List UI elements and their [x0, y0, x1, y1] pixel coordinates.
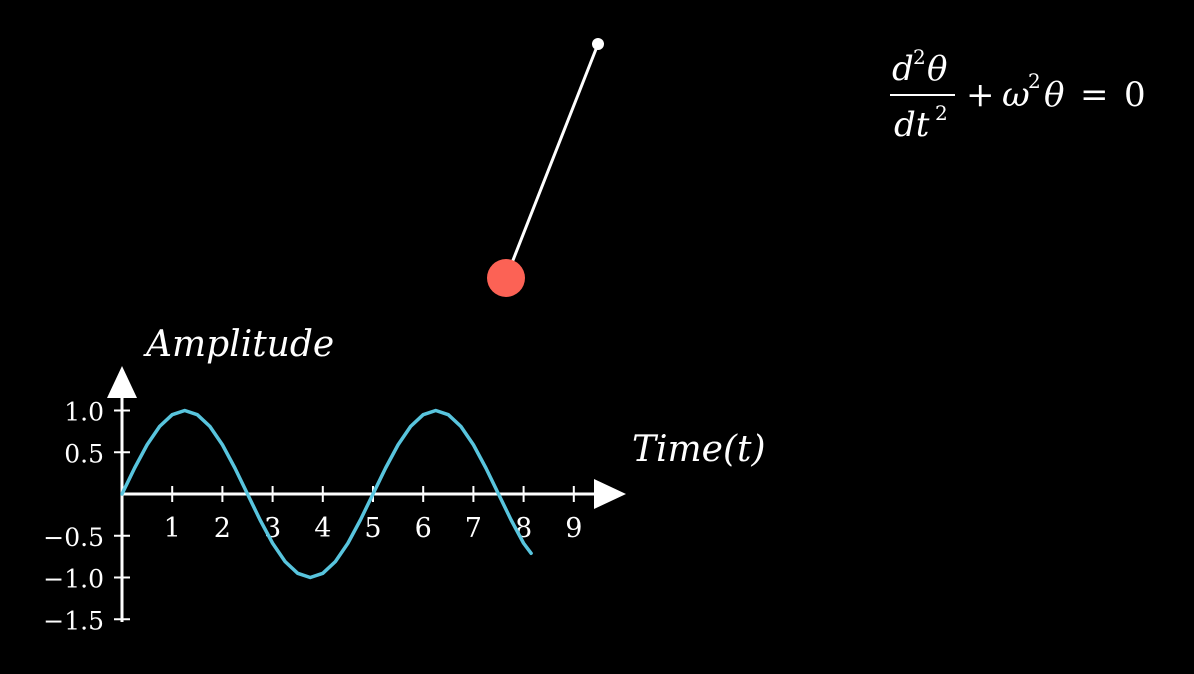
eq-numerator-sup: 2	[913, 45, 926, 69]
x-tick-label: 9	[565, 513, 582, 544]
y-tick-label: −0.5	[43, 523, 104, 552]
y-axis-label: Amplitude	[143, 324, 334, 365]
pendulum-rod	[504, 43, 600, 279]
x-tick-label: 7	[465, 513, 482, 544]
eq-omega: ω	[1002, 75, 1030, 115]
eq-plus: +	[966, 75, 995, 115]
amplitude-curve	[120, 408, 533, 580]
eq-denominator-dt: dt	[894, 105, 930, 145]
pendulum	[487, 38, 604, 297]
x-tick-label: 2	[214, 513, 231, 544]
eq-equals: =	[1080, 75, 1109, 115]
eq-theta: θ	[1044, 75, 1064, 115]
x-tick-label: 6	[415, 513, 432, 544]
y-axis-arrow	[107, 366, 137, 398]
y-tick-label: −1.5	[43, 606, 104, 635]
x-axis-label: Time(t)	[632, 429, 766, 470]
x-tick-label: 4	[314, 513, 331, 544]
x-tick-label: 5	[364, 513, 381, 544]
pendulum-pivot	[592, 38, 604, 50]
chart-series	[120, 408, 533, 580]
eq-numerator-theta: θ	[927, 49, 947, 89]
y-tick-label: 0.5	[64, 439, 104, 468]
pendulum-bob	[487, 259, 525, 297]
eq-zero: 0	[1124, 75, 1146, 115]
eq-omega-sup: 2	[1028, 69, 1041, 93]
chart-axes	[107, 366, 626, 622]
eq-numerator-d: d	[892, 49, 914, 89]
differential-equation: d 2 θ dt 2 + ω 2 θ = 0	[890, 45, 1146, 145]
x-tick-label: 1	[164, 513, 181, 544]
y-tick-label: 1.0	[64, 398, 104, 427]
y-tick-label: −1.0	[43, 565, 104, 594]
x-axis-arrow	[594, 479, 626, 509]
eq-denominator-sup: 2	[935, 101, 948, 125]
